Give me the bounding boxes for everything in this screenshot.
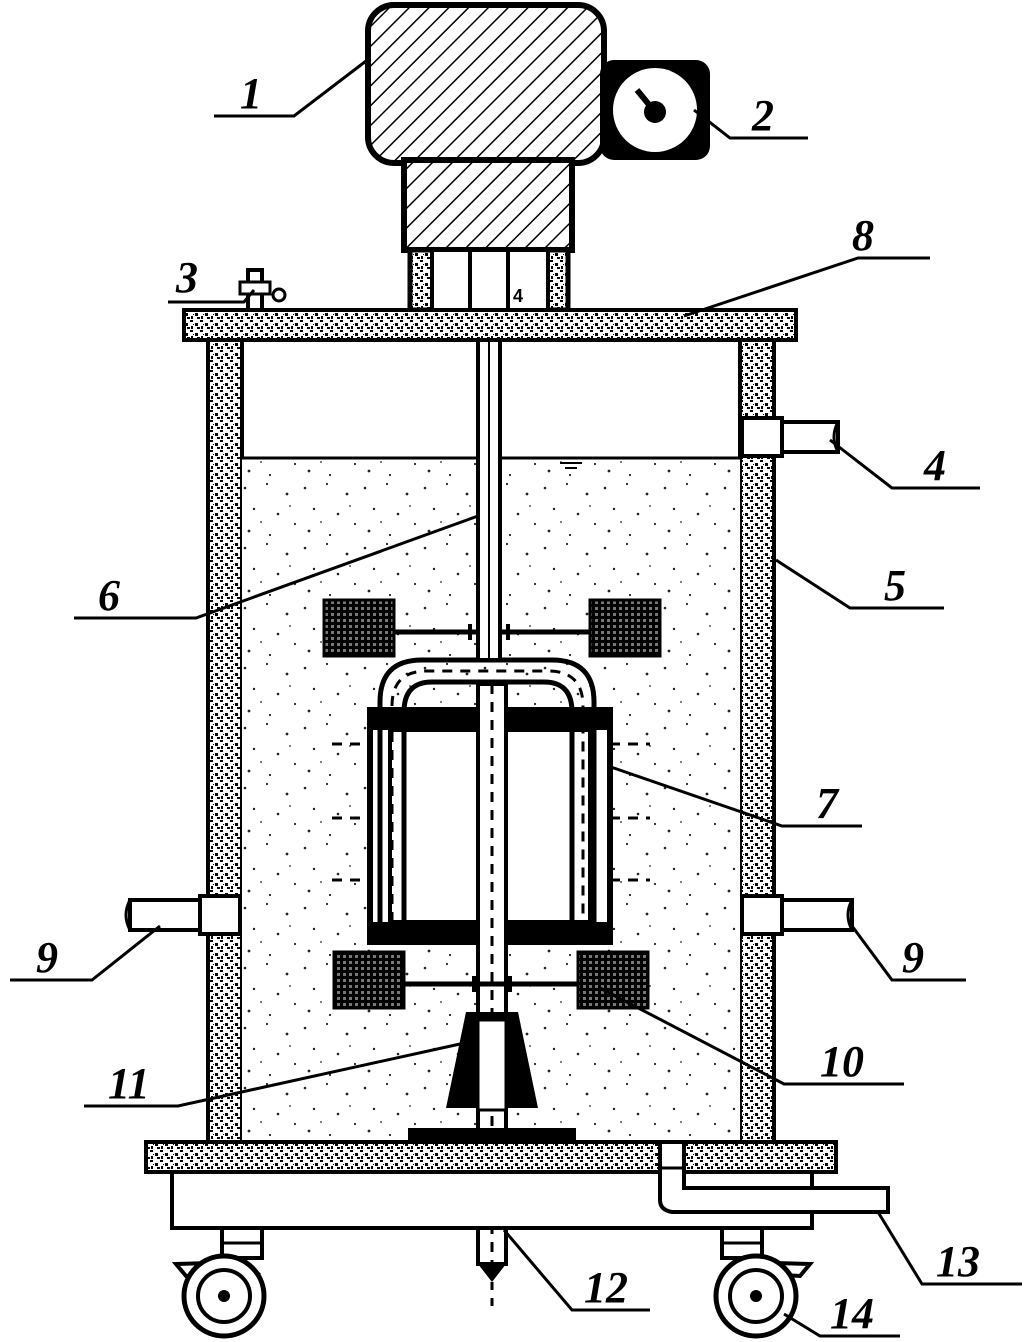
leader-lines	[10, 56, 1022, 1338]
svg-text:4: 4	[513, 286, 523, 306]
callout-7: 7	[816, 779, 840, 828]
callout-6: 6	[98, 571, 120, 620]
bottom-plate	[144, 1140, 838, 1174]
callout-11: 11	[108, 1059, 150, 1108]
callout-5: 5	[884, 561, 906, 610]
top-lid	[182, 308, 798, 342]
callout-9-right: 9	[902, 933, 924, 982]
coupling: 4	[407, 247, 571, 313]
jacket-port-left	[124, 894, 242, 936]
jacket-port-right	[740, 894, 854, 936]
vent-valve	[238, 268, 287, 312]
stirring-shaft	[476, 338, 502, 662]
callout-8: 8	[852, 211, 874, 260]
caster-right	[713, 1226, 815, 1339]
caster-left	[171, 1226, 267, 1339]
callout-13: 13	[936, 1237, 980, 1286]
callout-1: 1	[240, 69, 262, 118]
speed-gauge	[600, 60, 710, 160]
discharge-pipe	[658, 1140, 890, 1214]
callout-2: 2	[751, 91, 774, 140]
callout-labels: 1 2 3 4 5 6 7 8 9 9 10 11 12 13 14	[36, 69, 980, 1338]
callout-12: 12	[584, 1263, 628, 1312]
callout-9-left: 9	[36, 933, 58, 982]
callout-10: 10	[820, 1037, 864, 1086]
callout-4: 4	[923, 441, 946, 490]
inlet-pipe	[740, 416, 840, 458]
gearbox	[401, 157, 575, 253]
callout-3: 3	[175, 253, 198, 302]
motor	[365, 2, 607, 166]
bearing-seat	[408, 1012, 576, 1142]
impeller-lower	[332, 950, 650, 1010]
callout-14: 14	[830, 1289, 874, 1338]
